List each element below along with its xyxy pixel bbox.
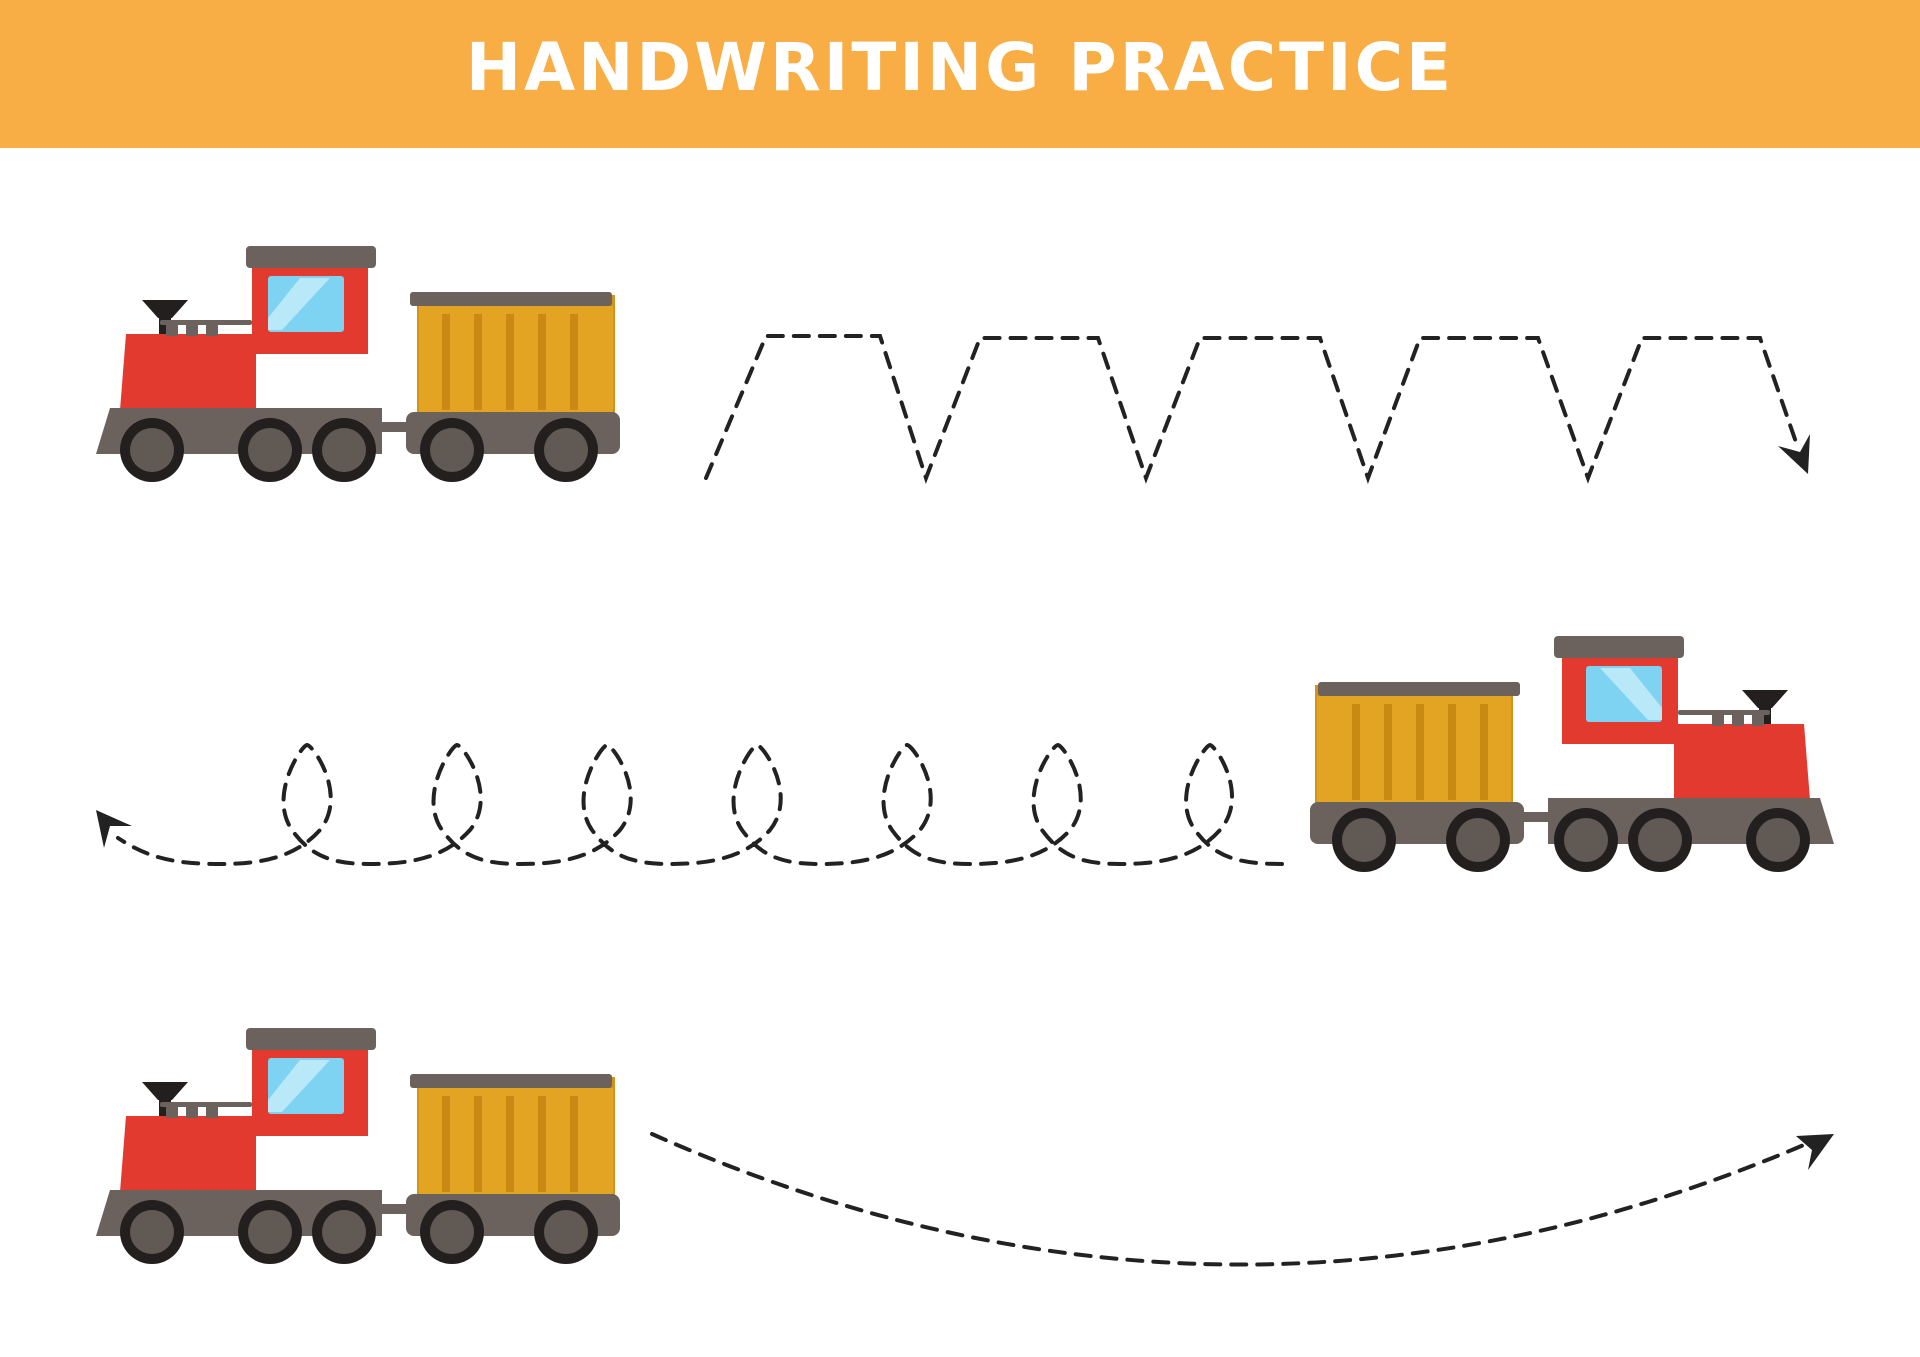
trace-path-curve[interactable] (650, 1132, 1808, 1267)
train-row-3 (95, 1027, 621, 1265)
train-row-2 (1309, 635, 1835, 873)
trace-path-zigzag[interactable] (704, 334, 1800, 484)
train-row-1 (95, 245, 621, 483)
trace-path-loops[interactable] (116, 742, 1284, 867)
page-title: HANDWRITING PRACTICE (465, 28, 1455, 106)
header-banner: HANDWRITING PRACTICE (0, 0, 1920, 148)
arrowhead-icon-left (96, 810, 132, 848)
arrowhead-icon-curve (1796, 1134, 1834, 1170)
arrowhead-icon (1778, 434, 1810, 474)
